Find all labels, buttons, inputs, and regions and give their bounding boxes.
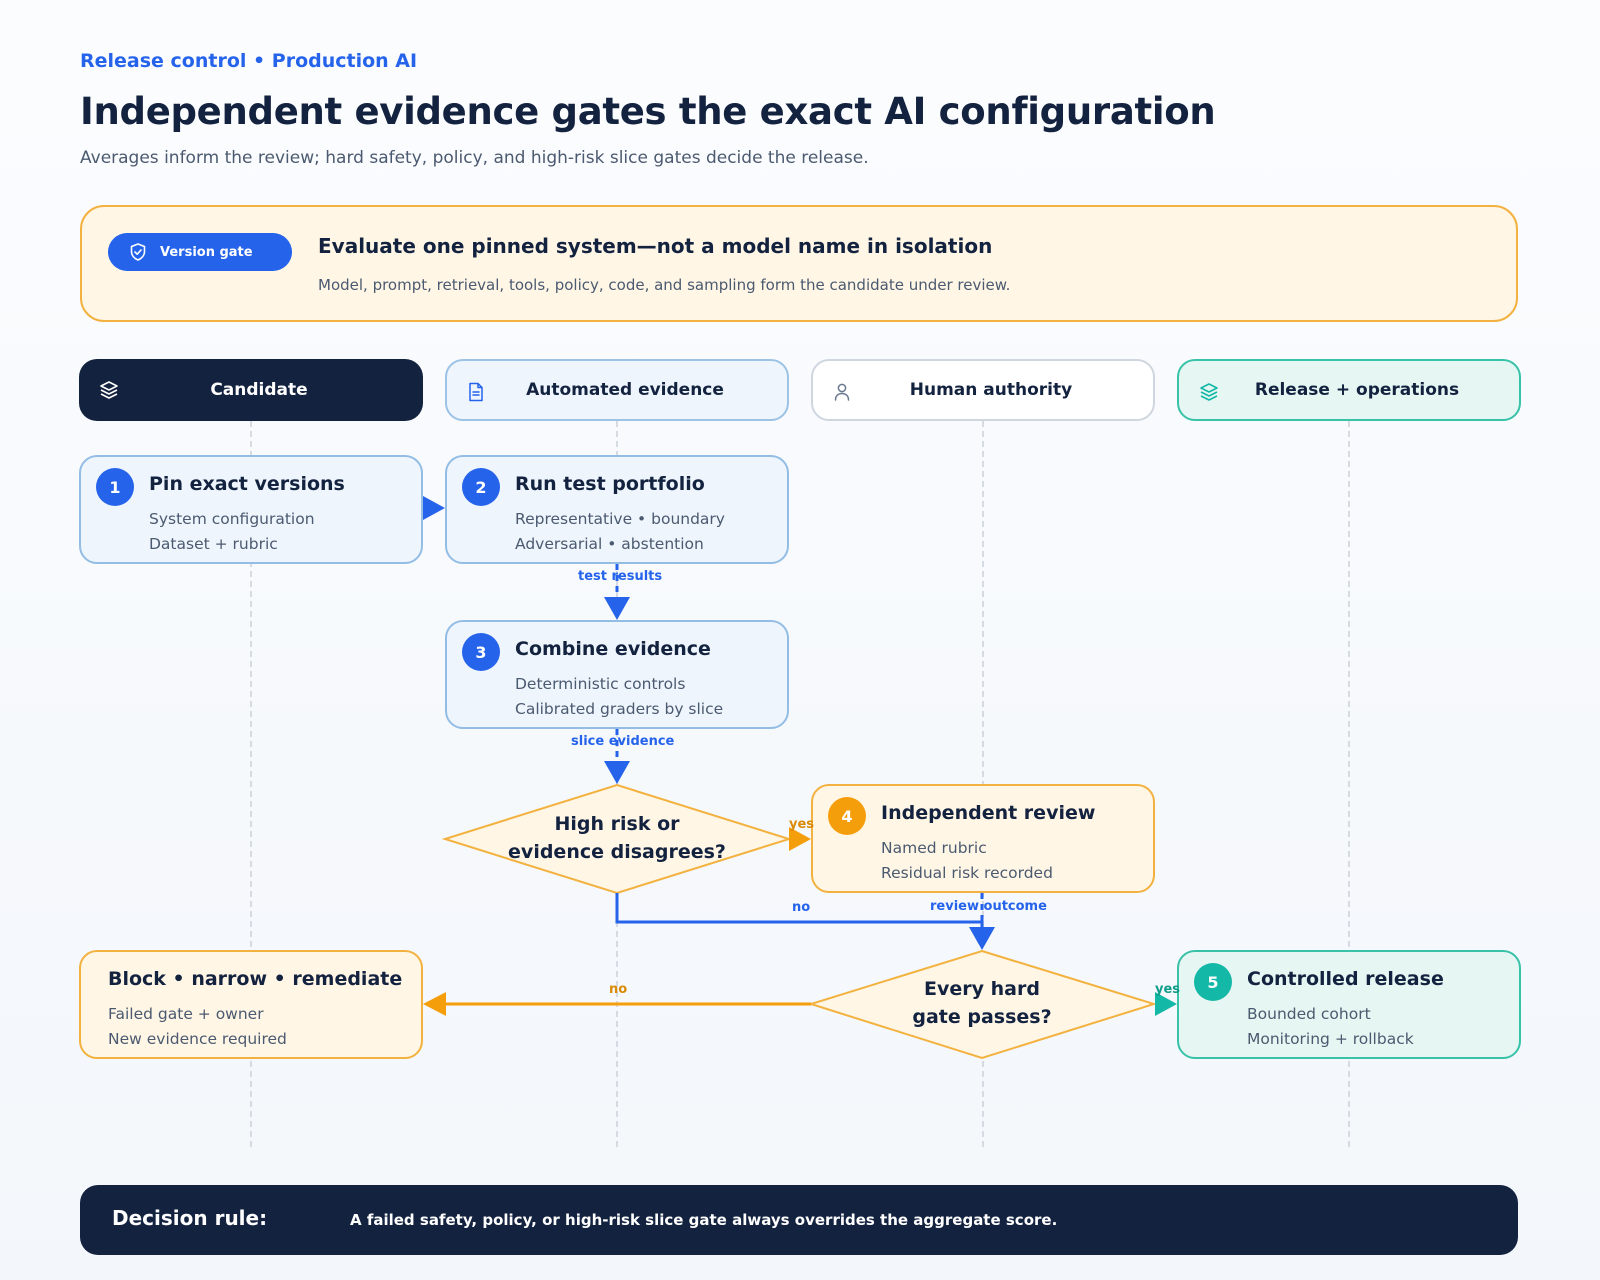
step-title: Pin exact versions [149, 473, 345, 495]
version-gate-label: Version gate [160, 244, 253, 260]
document-icon [469, 382, 483, 402]
person-icon [834, 383, 850, 401]
lane-header-candidate: Candidate [79, 359, 423, 421]
lane-label-release-operations: Release + operations [1254, 380, 1460, 400]
outcome-block-remediate: Block • narrow • remediate Failed gate +… [79, 950, 423, 1059]
layers-icon [100, 381, 118, 399]
page-title: Independent evidence gates the exact AI … [80, 90, 1216, 133]
step-title: Controlled release [1247, 968, 1444, 990]
arrow-gate-yes [1155, 992, 1177, 1016]
step-detail: Bounded cohort [1247, 1005, 1371, 1023]
decision-gate-shape [807, 949, 1158, 1060]
edge-label-gate-yes: yes [1155, 982, 1181, 997]
step-detail: Named rubric [881, 839, 987, 857]
step-number-badge: 3 [462, 633, 500, 671]
step-number-badge: 1 [96, 468, 134, 506]
eyebrow: Release control • Production AI [80, 50, 418, 72]
edge-label-review-outcome: review outcome [930, 899, 1047, 914]
arrow-combine-to-risk [604, 761, 630, 784]
decision-rule-bar: Decision rule: A failed safety, policy, … [80, 1185, 1518, 1255]
lane-label-human-authority: Human authority [909, 380, 1073, 400]
shield-check-icon [130, 243, 146, 261]
edge-label-slice-evidence: slice evidence [571, 734, 675, 749]
version-gate-text: Model, prompt, retrieval, tools, policy,… [318, 276, 1011, 294]
edge-label-risk-yes: yes [789, 817, 815, 832]
step-combine-evidence: 3 Combine evidence Deterministic control… [445, 620, 789, 729]
step-controlled-release: 5 Controlled release Bounded cohort Moni… [1177, 950, 1521, 1059]
decision-line: Every hard [924, 978, 1040, 1000]
edge-label-gate-no: no [609, 982, 628, 997]
edge-label-risk-no: no [792, 900, 811, 915]
lane-divider-candidate [250, 421, 252, 1147]
step-title: Combine evidence [515, 638, 711, 660]
step-independent-review: 4 Independent review Named rubric Residu… [811, 784, 1155, 893]
version-gate-panel: Version gate Evaluate one pinned system—… [80, 205, 1518, 322]
step-run-test-portfolio: 2 Run test portfolio Representative • bo… [445, 455, 789, 564]
decision-rule-label: Decision rule: [112, 1206, 268, 1230]
step-detail: Monitoring + rollback [1247, 1030, 1414, 1048]
arrow-gate-no [423, 992, 446, 1016]
outcome-detail: Failed gate + owner [108, 1005, 264, 1023]
step-number-badge: 4 [828, 797, 866, 835]
arrow-into-gate [969, 927, 995, 950]
version-gate-heading: Evaluate one pinned system—not a model n… [318, 234, 993, 258]
page-subtitle: Averages inform the review; hard safety,… [80, 148, 869, 168]
decision-risk-label: High risk or evidence disagrees? [497, 810, 737, 866]
lane-header-automated-evidence: Automated evidence [445, 359, 789, 421]
decision-line: gate passes? [912, 1006, 1052, 1028]
lane-label-automated-evidence: Automated evidence [526, 380, 724, 400]
arrow-pin-to-test [423, 496, 445, 520]
step-number-badge: 5 [1194, 963, 1232, 1001]
lane-label-candidate: Candidate [210, 380, 308, 400]
decision-line: evidence disagrees? [508, 841, 726, 863]
step-detail: Representative • boundary [515, 510, 725, 528]
arrow-test-to-combine [604, 597, 630, 620]
edge-label-test-results: test results [578, 569, 663, 584]
decision-gate-label: Every hard gate passes? [862, 975, 1102, 1031]
step-detail: Residual risk recorded [881, 864, 1053, 882]
step-detail: Calibrated graders by slice [515, 700, 724, 718]
step-detail: Deterministic controls [515, 675, 686, 693]
layers-icon [1200, 383, 1218, 401]
arrow-risk-yes [789, 827, 811, 851]
outcome-title: Block • narrow • remediate [108, 968, 403, 990]
step-pin-versions: 1 Pin exact versions System configuratio… [79, 455, 423, 564]
step-detail: Dataset + rubric [149, 535, 278, 553]
decision-line: High risk or [554, 813, 680, 835]
lane-header-release-operations: Release + operations [1177, 359, 1521, 421]
decision-rule-text: A failed safety, policy, or high-risk sl… [350, 1211, 1058, 1229]
step-detail: System configuration [149, 510, 315, 528]
lane-divider-release [1348, 421, 1350, 1147]
step-number-badge: 2 [462, 468, 500, 506]
step-detail: Adversarial • abstention [515, 535, 704, 553]
outcome-detail: New evidence required [108, 1030, 287, 1048]
step-title: Run test portfolio [515, 473, 705, 495]
lane-header-human-authority: Human authority [811, 359, 1155, 421]
version-gate-badge: Version gate [108, 233, 292, 271]
step-title: Independent review [881, 802, 1096, 824]
